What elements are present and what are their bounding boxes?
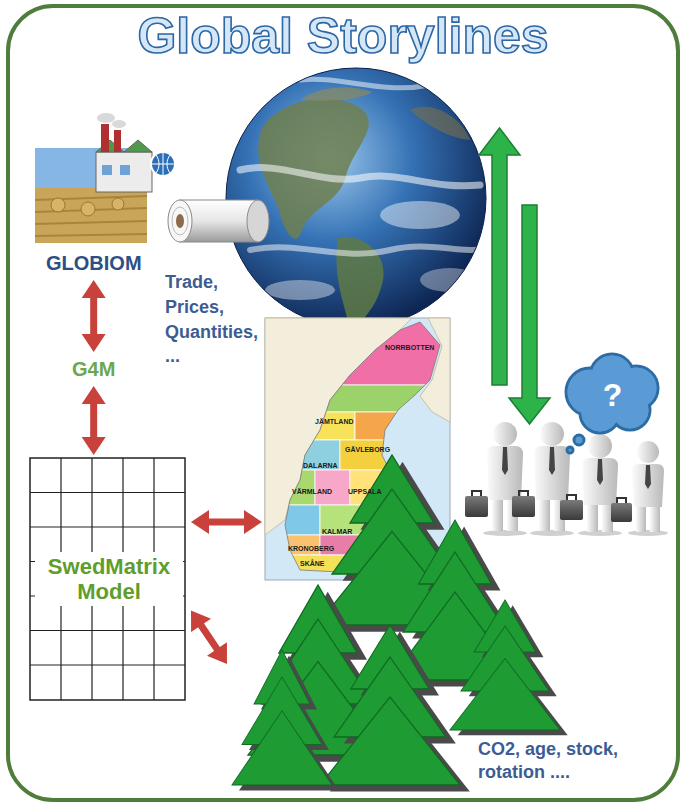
model-name: SwedMatrix Model <box>35 552 183 607</box>
arrow-shaft <box>90 402 97 439</box>
frame <box>8 6 678 800</box>
model-name: GLOBIOM <box>42 249 146 277</box>
stakeholders <box>465 422 668 536</box>
county-name: SKÅNE <box>300 560 325 567</box>
county-name: VÄRMLAND <box>292 488 332 495</box>
forest-variables: CO2, age, stock, rotation .... <box>478 738 648 785</box>
arrow-shaft <box>90 296 97 336</box>
globe <box>226 68 490 330</box>
map-region: NORRBOTTEN JÄMTLAND GÄVLEBORG DALARNA VÄRMLA… <box>265 318 450 580</box>
arrow-head <box>82 437 106 455</box>
county-name: JÄMTLAND <box>315 418 354 425</box>
question-mark: ? <box>603 379 623 411</box>
globiom-picture <box>35 113 269 243</box>
forest-region: CO2, age, stock, rotation .... <box>230 450 670 795</box>
county-name: GÄVLEBORG <box>345 446 390 453</box>
double-arrow <box>191 610 227 663</box>
county-name: UPPSALA <box>348 488 381 495</box>
model-name: G4M <box>68 355 119 383</box>
thought-cloud <box>566 354 658 453</box>
double-arrow <box>82 280 106 352</box>
county-name: KALMAR <box>322 528 352 535</box>
thought-bubble: ? <box>565 358 660 432</box>
exchange-variables: Trade, Prices, Quantities, ... <box>165 270 275 369</box>
arrow-head <box>191 510 209 534</box>
county-name: NORRBOTTEN <box>385 344 434 351</box>
matrix-grid <box>30 458 185 700</box>
model-name: GLOBIOM <box>42 249 146 277</box>
arrow-head <box>244 510 262 534</box>
matrix-model: SwedMatrix Model <box>30 458 188 700</box>
model-name: G4M <box>68 355 119 383</box>
double-arrow <box>191 510 262 534</box>
arrow-head <box>82 386 106 404</box>
double-arrow <box>82 386 106 455</box>
arrow-shaft <box>200 624 218 651</box>
diagram-title: Global Storylines <box>0 8 686 66</box>
county-name: KRONOBERG <box>288 545 334 552</box>
arrow-shaft <box>207 519 246 526</box>
arrow-head <box>82 280 106 298</box>
arrow-head <box>82 334 106 352</box>
arrow-head <box>191 610 211 632</box>
county-name: DALARNA <box>303 462 338 469</box>
exchange-arrows <box>479 128 550 424</box>
arrow-head <box>207 642 227 664</box>
